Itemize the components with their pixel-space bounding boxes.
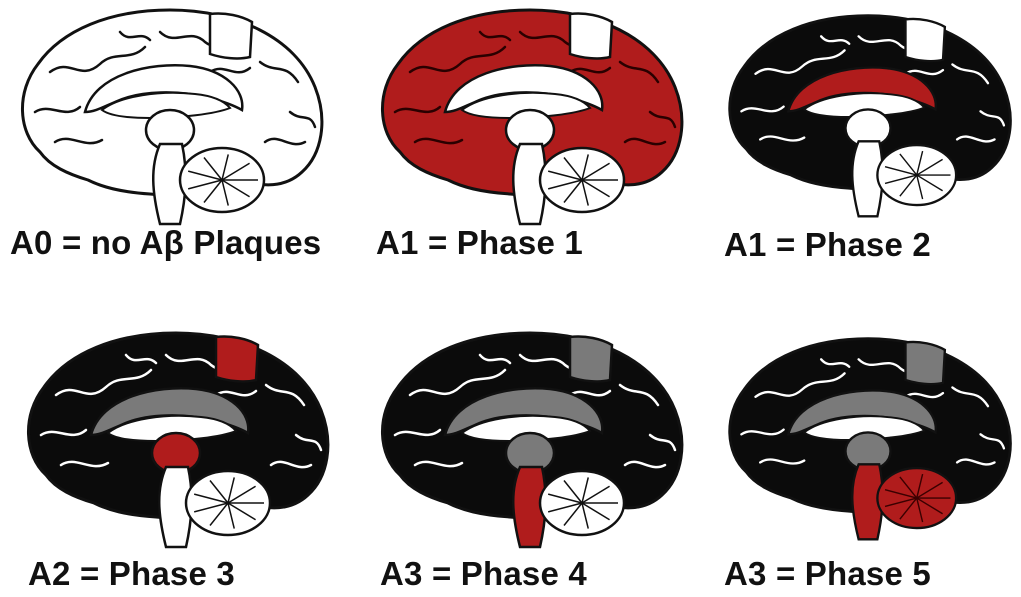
caption-a1-phase2: A1 = Phase 2 <box>724 226 931 264</box>
brain-a2-phase3 <box>16 325 336 555</box>
panel-a3-phase4: A3 = Phase 4 <box>370 325 690 597</box>
parietal-region <box>570 336 612 381</box>
caption-a0: A0 = no Aβ Plaques <box>10 224 321 262</box>
brain-a1-phase2 <box>718 2 1018 230</box>
panel-a3-phase5: A3 = Phase 5 <box>718 325 1018 597</box>
caption-a1-phase1: A1 = Phase 1 <box>376 224 583 262</box>
parietal-region <box>210 13 252 58</box>
parietal-region <box>906 19 945 61</box>
panel-a2-phase3: A2 = Phase 3 <box>16 325 346 597</box>
caption-a2-phase3: A2 = Phase 3 <box>28 555 235 593</box>
caption-a3-phase4: A3 = Phase 4 <box>380 555 587 593</box>
parietal-region <box>216 336 258 381</box>
panel-a1-phase2: A1 = Phase 2 <box>718 2 1018 282</box>
brain-a3-phase5 <box>718 325 1018 553</box>
brain-a0 <box>10 2 330 232</box>
parietal-region <box>570 13 612 58</box>
panel-a1-phase1: A1 = Phase 1 <box>370 2 690 282</box>
panel-a0: A0 = no Aβ Plaques <box>10 2 340 282</box>
brain-a1-phase1 <box>370 2 690 232</box>
parietal-region <box>906 342 945 384</box>
brain-a3-phase4 <box>370 325 690 555</box>
caption-a3-phase5: A3 = Phase 5 <box>724 555 931 593</box>
